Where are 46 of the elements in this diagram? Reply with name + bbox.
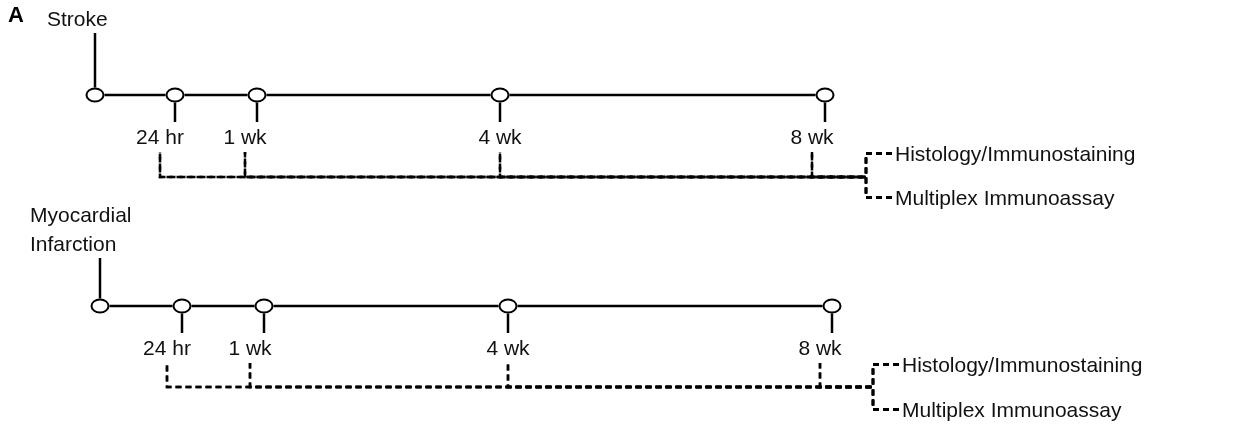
timeline-line [517,304,823,308]
timeline-marker [172,298,192,314]
timeline-line [98,258,102,299]
timeline-line [109,304,173,308]
event-label: Myocardial Infarction [30,200,180,258]
timepoint-label: 1 wk [228,333,272,362]
timeline-line [273,304,499,308]
dashed-connector [810,152,892,179]
timepoint-label: 8 wk [798,333,842,362]
timeline-line [191,304,255,308]
dashed-connector [810,152,892,199]
analysis-label: Multiplex Immunoassay [902,395,1122,424]
timeline-line [266,93,491,97]
timeline-line [830,313,834,333]
timepoint-label: 24 hr [136,122,184,151]
dashed-connector [818,363,899,411]
timeline-line [93,33,97,88]
timeline-marker [90,298,110,314]
timeline-line [506,313,510,333]
timeline-marker [85,87,105,103]
analysis-label: Histology/Immunostaining [895,139,1136,168]
timeline-marker [822,298,842,314]
timeline-marker [498,298,518,314]
timeline-line [180,313,184,333]
timepoint-label: 4 wk [478,122,522,151]
timepoint-label: 1 wk [223,122,267,151]
timeline-line [262,313,266,333]
timeline-line [173,102,177,122]
timeline-marker [254,298,274,314]
analysis-label: Multiplex Immunoassay [895,183,1115,212]
timeline-line [104,93,166,97]
timeline-line [255,102,259,122]
timeline-line [509,93,816,97]
timepoint-label: 24 hr [143,333,191,362]
timeline-marker [247,87,267,103]
event-label: Stroke [47,4,108,33]
panel-letter: A [8,2,24,28]
timeline-line [823,102,827,122]
timeline-marker [165,87,185,103]
timeline-marker [490,87,510,103]
timeline-marker [815,87,835,103]
timeline-line [498,102,502,122]
timepoint-label: 4 wk [486,333,530,362]
timepoint-label: 8 wk [790,122,834,151]
analysis-label: Histology/Immunostaining [902,350,1143,379]
timeline-line [184,93,248,97]
